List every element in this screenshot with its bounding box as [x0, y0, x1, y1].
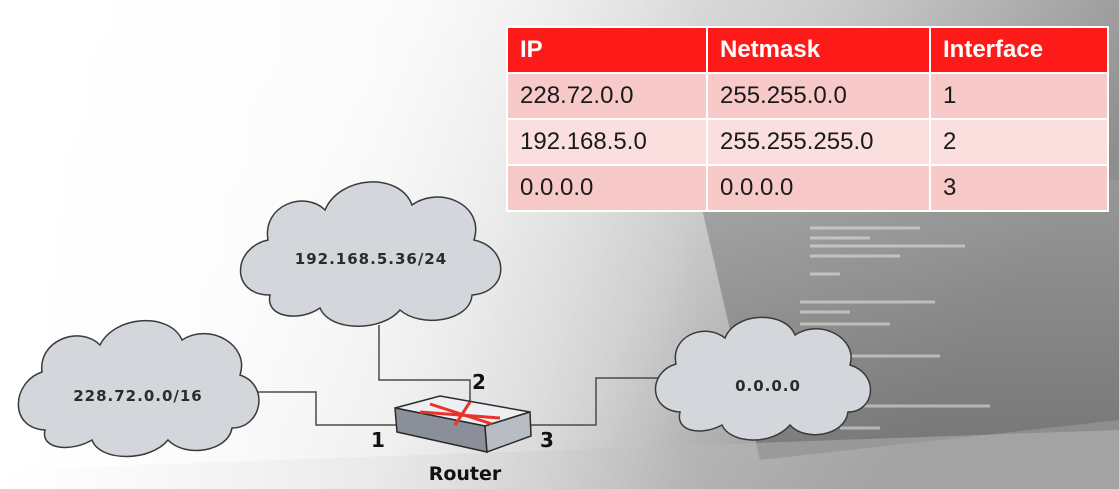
table-row: 0.0.0.0 0.0.0.0 3: [506, 164, 1109, 212]
cell-ip: 192.168.5.0: [506, 118, 708, 166]
routing-table: IP Netmask Interface 228.72.0.0 255.255.…: [506, 26, 1109, 212]
table-row: 192.168.5.0 255.255.255.0 2: [506, 118, 1109, 166]
link-left-to-port1: [255, 391, 400, 426]
port-3-label: 3: [540, 428, 554, 452]
cloud-top-label: 192.168.5.36/24: [295, 250, 447, 268]
cell-netmask: 255.255.255.0: [706, 118, 931, 166]
router-icon: Router: [394, 395, 532, 485]
background-code-lines: [800, 226, 990, 430]
connection-lines: [255, 325, 658, 426]
header-netmask: Netmask: [706, 26, 931, 74]
cell-netmask: 255.255.0.0: [706, 72, 931, 120]
link-right-to-port3: [530, 377, 658, 426]
router-x-arrows-icon: [419, 401, 501, 426]
router-label: Router: [429, 463, 502, 485]
cell-interface: 1: [929, 72, 1109, 120]
cloud-left: 228.72.0.0/16: [17, 319, 260, 458]
link-top-to-port2: [378, 325, 471, 403]
cloud-right-label: 0.0.0.0: [735, 377, 801, 395]
cell-interface: 2: [929, 118, 1109, 166]
table-row: 228.72.0.0 255.255.0.0 1: [506, 72, 1109, 120]
header-interface: Interface: [929, 26, 1109, 74]
routing-table-header-row: IP Netmask Interface: [506, 26, 1109, 74]
cell-netmask: 0.0.0.0: [706, 164, 931, 212]
cell-interface: 3: [929, 164, 1109, 212]
cloud-top: 192.168.5.36/24: [239, 181, 502, 327]
cell-ip: 228.72.0.0: [506, 72, 708, 120]
cloud-left-label: 228.72.0.0/16: [73, 387, 203, 405]
header-ip: IP: [506, 26, 708, 74]
port-2-label: 2: [472, 370, 486, 394]
cell-ip: 0.0.0.0: [506, 164, 708, 212]
port-1-label: 1: [371, 428, 385, 452]
cloud-right: 0.0.0.0: [654, 316, 872, 441]
